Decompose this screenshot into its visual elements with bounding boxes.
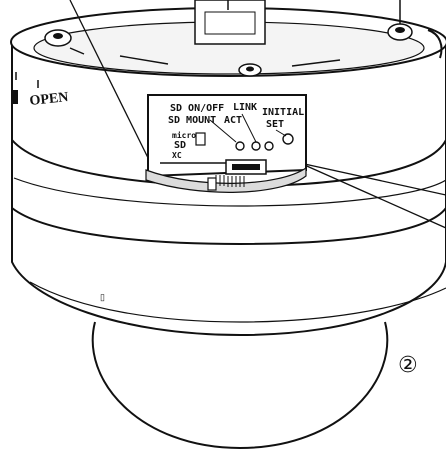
- leader-line-right-1: [299, 162, 446, 196]
- svg-text:XC: XC: [172, 151, 182, 160]
- dome-mark: ▯: [100, 292, 105, 302]
- leader-line-right-2: [299, 162, 446, 229]
- screw-post-right: [387, 0, 413, 41]
- sd-onoff-label: SD ON/OFF: [170, 103, 224, 114]
- lower-housing-rim: [29, 281, 446, 323]
- svg-text:SD: SD: [174, 140, 186, 151]
- set-label: SET: [266, 119, 284, 130]
- sd-mount-label: SD MOUNT: [168, 115, 216, 126]
- link-label: LINK: [233, 102, 257, 113]
- svg-text:micro: micro: [172, 130, 196, 140]
- screw-center: [238, 63, 262, 77]
- body-band-line: [13, 177, 446, 207]
- led-indicators: [235, 141, 274, 151]
- dome-cover: [91, 321, 389, 450]
- top-bracket: [194, 0, 266, 45]
- embossed-text-marks: [69, 47, 341, 67]
- initial-set-button: [282, 133, 294, 145]
- connector-teeth: [215, 175, 245, 187]
- step-number: ②: [398, 353, 418, 378]
- screw-left: [44, 29, 72, 47]
- open-label: OPEN: [29, 90, 69, 109]
- act-label: ACT: [224, 115, 242, 126]
- initial-label: INITIAL: [262, 107, 304, 118]
- leader-line-left: [69, 0, 156, 173]
- microsd-logo: micro SD XC: [172, 130, 196, 160]
